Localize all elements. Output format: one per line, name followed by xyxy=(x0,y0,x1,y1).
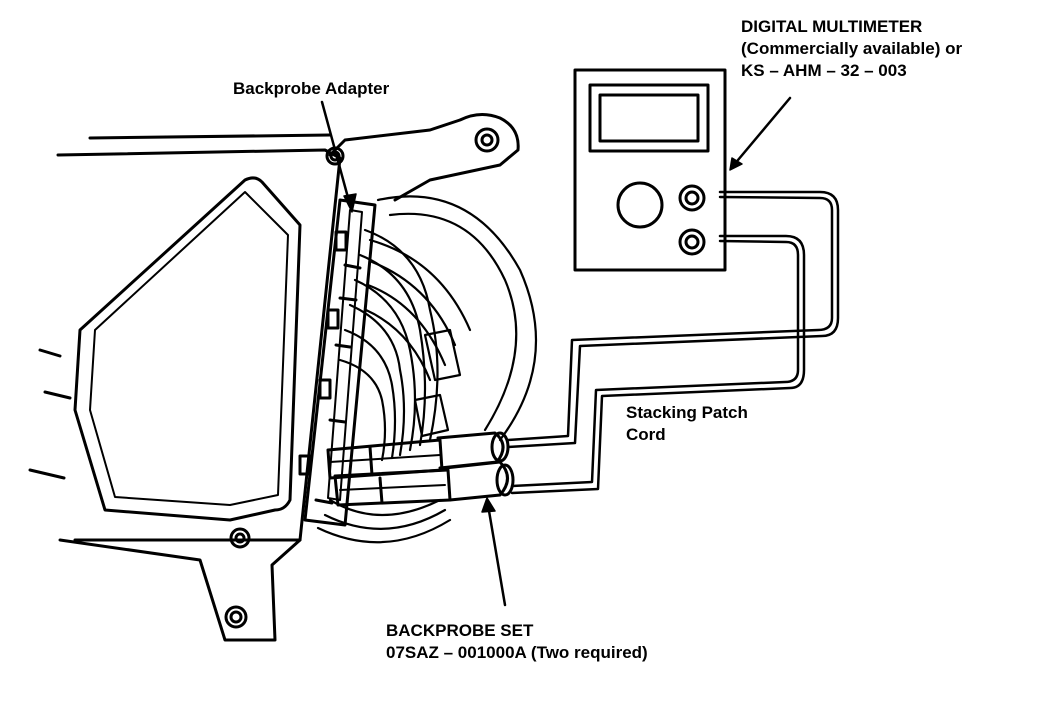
stacking-patch-cord-line2: Cord xyxy=(626,425,666,444)
backprobe-adapter-label: Backprobe Adapter xyxy=(233,79,390,98)
backprobe-arrow xyxy=(486,503,507,607)
ecu-housing xyxy=(28,113,520,642)
multimeter-label-line1: DIGITAL MULTIMETER xyxy=(741,17,923,36)
multimeter-label-line2: (Commercially available) or xyxy=(741,39,963,58)
stacking-patch-cord-line1: Stacking Patch xyxy=(626,403,748,422)
stacking-patch-cord xyxy=(506,190,840,495)
backprobe-set-line1: BACKPROBE SET xyxy=(386,621,534,640)
multimeter-label: DIGITAL MULTIMETER (Commercially availab… xyxy=(741,16,962,82)
multimeter-label-line3: KS – AHM – 32 – 003 xyxy=(741,61,907,80)
multimeter-arrow xyxy=(736,96,792,162)
connector-block xyxy=(298,198,377,527)
multimeter xyxy=(573,68,727,272)
backprobe-set-label: BACKPROBE SET 07SAZ – 001000A (Two requi… xyxy=(386,620,648,664)
stacking-patch-cord-label: Stacking Patch Cord xyxy=(626,402,748,446)
adapter-leader xyxy=(320,100,352,207)
backprobe-set-line2: 07SAZ – 001000A (Two required) xyxy=(386,643,648,662)
wire-harness xyxy=(316,195,538,544)
backprobe-set xyxy=(326,431,515,507)
